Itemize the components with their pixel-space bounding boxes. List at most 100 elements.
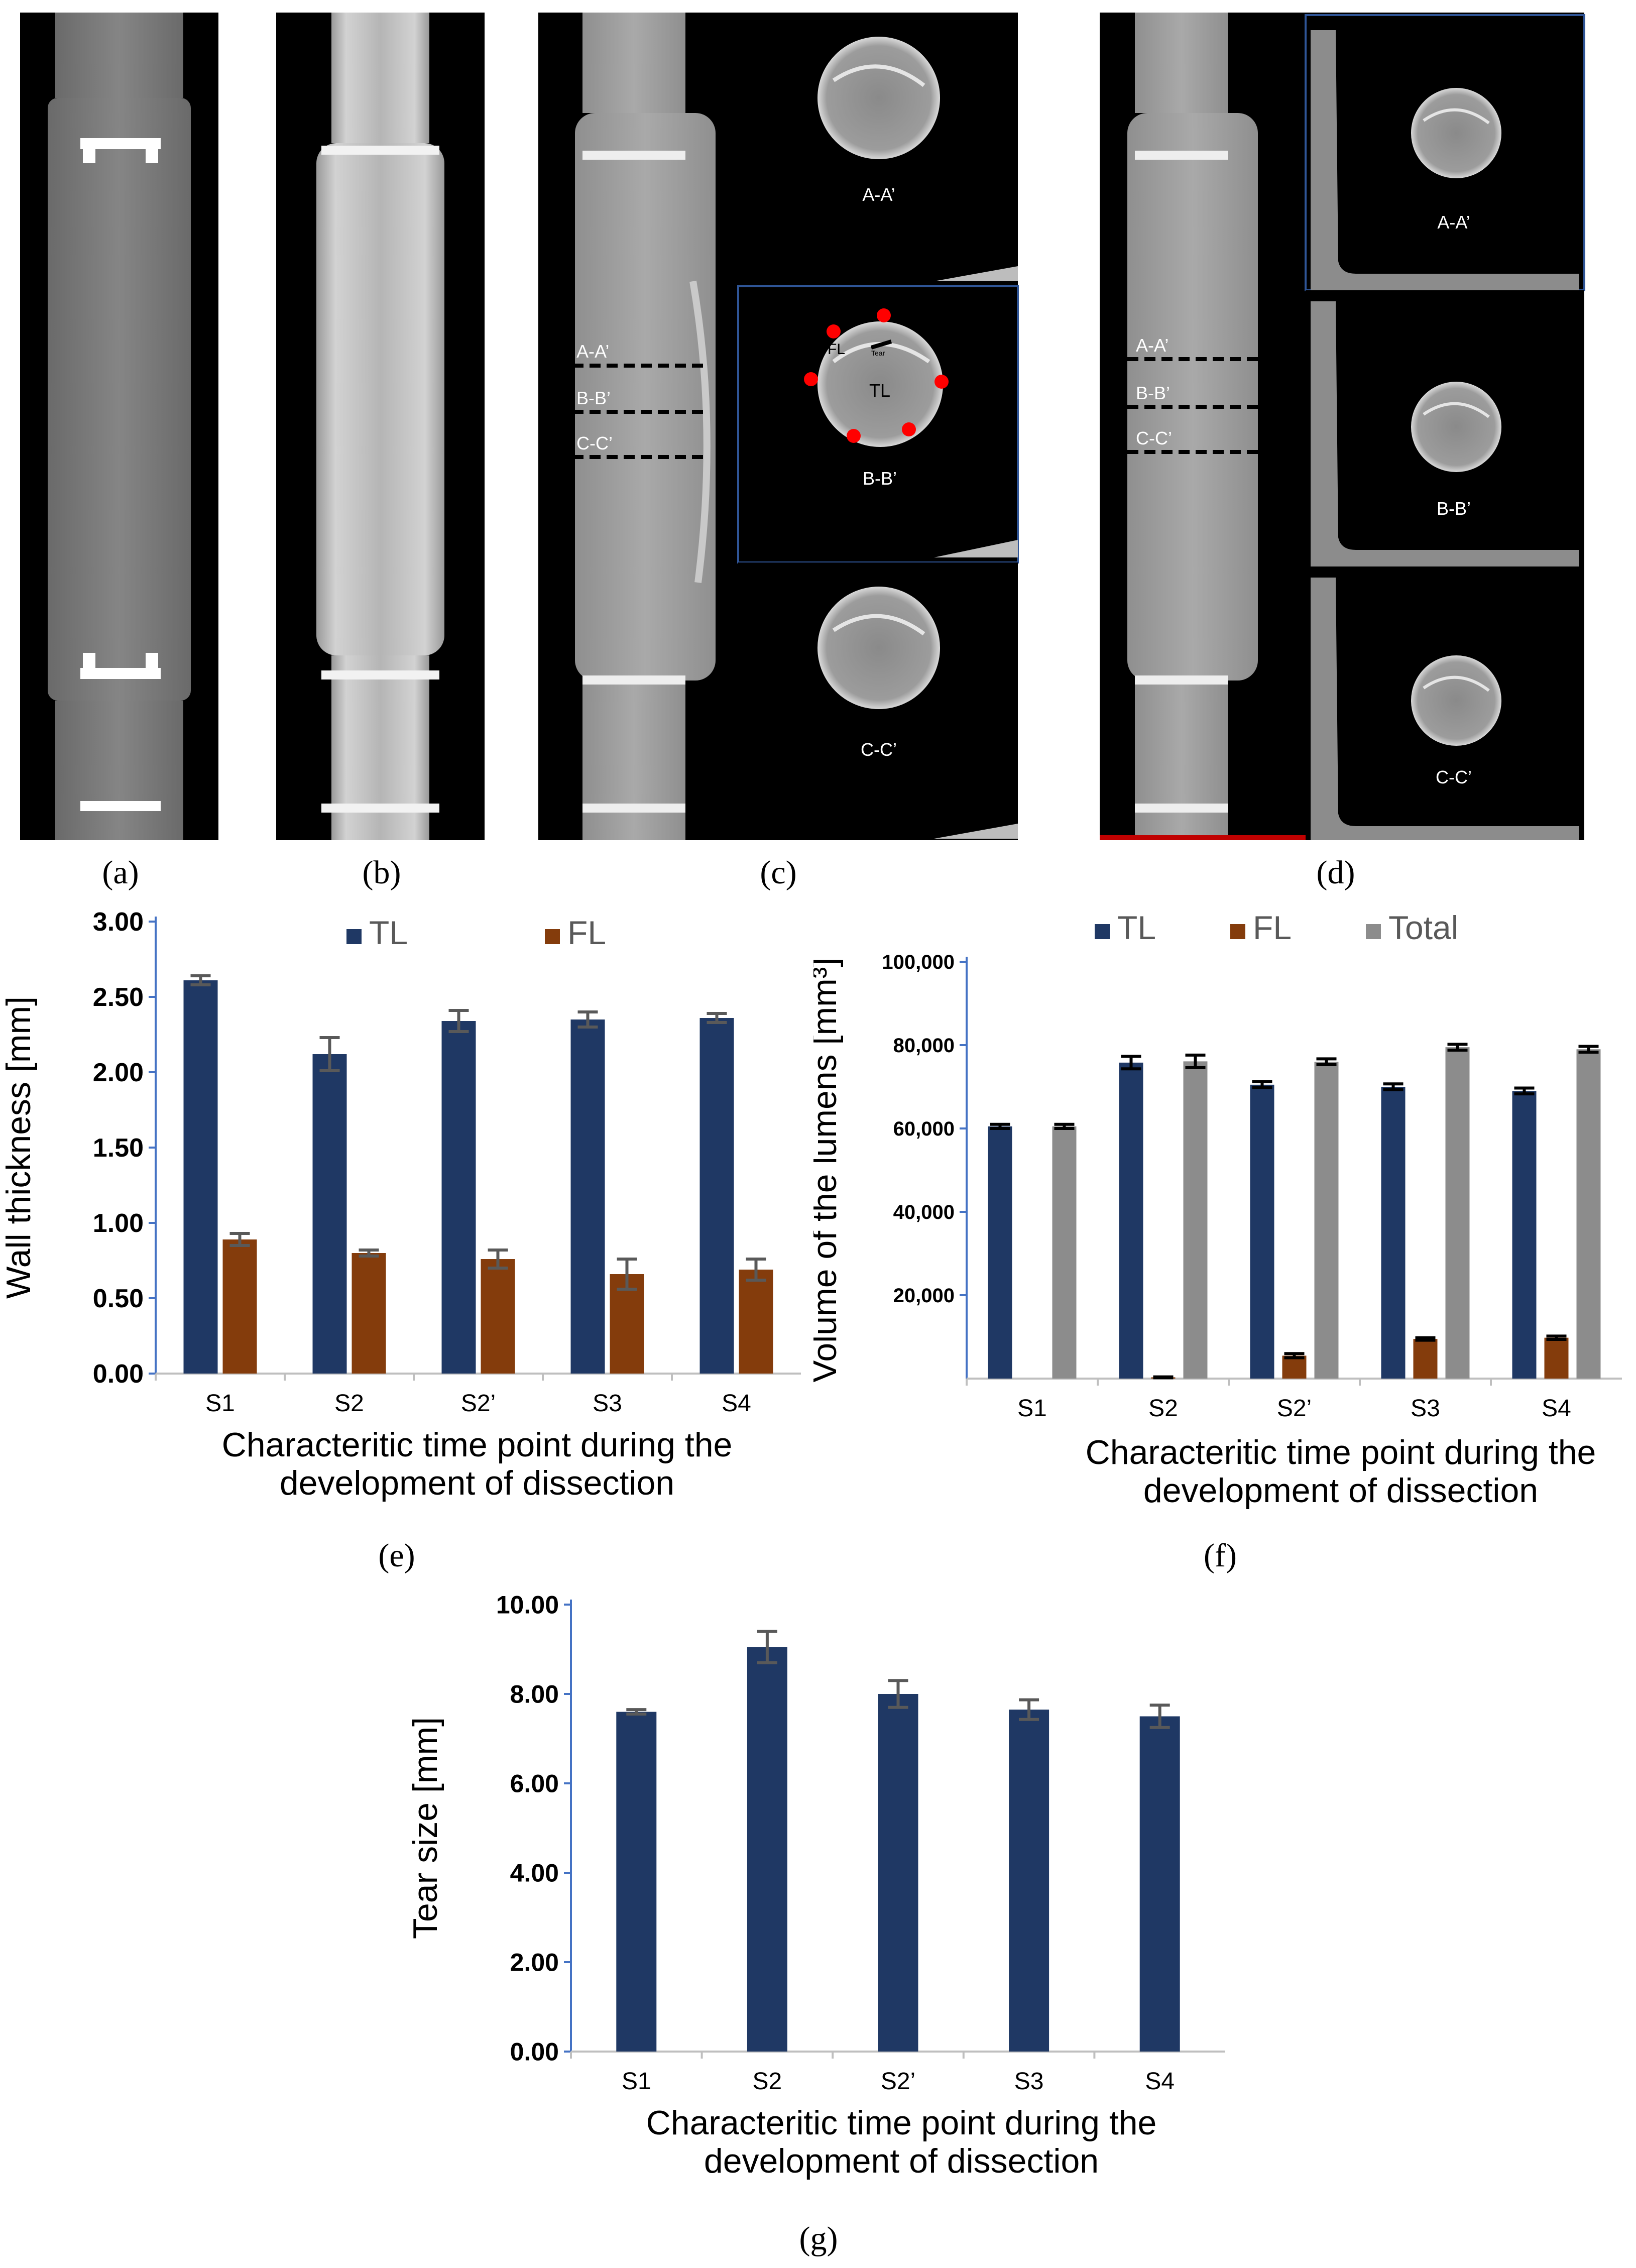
y-axis-label: Tear size [mm] [406, 1717, 444, 1939]
y-tick-label: 2.50 [93, 983, 144, 1012]
bar [1119, 1062, 1143, 1379]
x-category-label: S2’ [1277, 1395, 1312, 1422]
bar [1052, 1126, 1077, 1379]
bar [1314, 1062, 1339, 1379]
panel-c-ct-image: A-A’ B-B’ C-C’ A-A’ FL Tear TL B-B’ C-C’ [538, 13, 1019, 840]
bar [183, 980, 218, 1374]
legend-label: TL [369, 914, 408, 951]
bar [481, 1259, 515, 1374]
c-section-label-a: A-A’ [862, 184, 895, 205]
y-tick-label: 8.00 [510, 1680, 559, 1709]
y-tick-label: 60,000 [893, 1118, 955, 1140]
x-category-label: S3 [593, 1390, 622, 1417]
bar [222, 1239, 257, 1374]
y-tick-label: 100,000 [882, 951, 955, 973]
panel-b-ct-image [276, 13, 485, 840]
x-category-label: S2’ [461, 1390, 496, 1417]
x-category-label: S2’ [881, 2068, 915, 2095]
bar [616, 1712, 657, 2052]
c-tear-label: Tear [871, 349, 885, 357]
bar [1576, 1049, 1601, 1379]
d-section-label-a: A-A’ [1437, 212, 1470, 233]
bar [1445, 1047, 1470, 1379]
bar [739, 1270, 773, 1374]
x-category-label: S4 [1542, 1395, 1571, 1422]
legend-swatch [1366, 924, 1381, 939]
d-line-label-c: C-C’ [1136, 428, 1172, 448]
x-category-label: S3 [1014, 2068, 1044, 2095]
d-line-label-a: A-A’ [1136, 335, 1168, 356]
y-tick-label: 80,000 [893, 1035, 955, 1057]
c-line-label-b: B-B’ [576, 388, 611, 408]
legend-label: FL [1253, 909, 1292, 946]
y-tick-label: 20,000 [893, 1285, 955, 1307]
panel-a-ct-image [20, 13, 218, 840]
bar [1250, 1084, 1274, 1379]
c-tl-label: TL [869, 380, 890, 401]
legend-label: Total [1388, 909, 1458, 946]
bar [1413, 1339, 1438, 1379]
x-category-label: S2 [1148, 1395, 1178, 1422]
panel-label-d: (d) [1316, 854, 1355, 891]
y-tick-label: 1.00 [93, 1209, 144, 1238]
d-section-label-b: B-B’ [1437, 498, 1471, 519]
y-tick-label: 1.50 [93, 1133, 144, 1163]
legend-label: FL [567, 914, 606, 951]
c-line-label-c: C-C’ [576, 433, 613, 453]
y-tick-label: 3.00 [93, 908, 144, 937]
legend-swatch [346, 929, 362, 944]
panel-label-a: (a) [102, 854, 139, 891]
bar [1282, 1355, 1307, 1379]
x-axis-label: development of dissection [280, 1464, 674, 1502]
y-axis-label: Volume of the lumens [mm³] [813, 958, 844, 1383]
panel-label-f: (f) [1204, 1537, 1237, 1574]
legend-label: TL [1117, 909, 1156, 946]
x-axis-label: Characteritic time point during the [222, 1426, 733, 1464]
legend-swatch [1095, 924, 1110, 939]
bar [441, 1021, 476, 1374]
bar [312, 1054, 347, 1374]
x-category-label: S2 [753, 2068, 782, 2095]
panel-d-ct-image: A-A’ B-B’ C-C’ A-A’ B-B’ C-C’ [1100, 13, 1585, 840]
c-fl-label: FL [828, 341, 845, 358]
bar [988, 1126, 1012, 1379]
c-section-label-c: C-C’ [861, 739, 897, 760]
x-axis-label: Characteritic time point during the [646, 2104, 1157, 2142]
c-line-label-a: A-A’ [576, 341, 609, 362]
panel-label-c: (c) [760, 854, 797, 891]
y-tick-label: 0.00 [510, 2038, 559, 2066]
y-tick-label: 10.00 [496, 1591, 559, 1619]
ct-image-row: A-A’ B-B’ C-C’ A-A’ FL Tear TL B-B’ C-C’ [20, 13, 1585, 840]
d-line-label-b: B-B’ [1136, 383, 1170, 403]
bar [1544, 1337, 1569, 1379]
y-axis-label: Wall thickness [mm] [0, 996, 38, 1299]
bar [352, 1253, 386, 1374]
y-tick-label: 6.00 [510, 1770, 559, 1798]
x-category-label: S4 [1145, 2068, 1175, 2095]
bar [1009, 1710, 1049, 2052]
legend-swatch [545, 929, 560, 944]
panel-label-b: (b) [362, 854, 401, 891]
x-axis-label: development of dissection [704, 2142, 1099, 2180]
bar [570, 1019, 605, 1374]
y-tick-label: 40,000 [893, 1201, 955, 1223]
x-category-label: S3 [1411, 1395, 1440, 1422]
x-category-label: S1 [622, 2068, 651, 2095]
bar [1381, 1087, 1406, 1379]
y-tick-label: 0.50 [93, 1284, 144, 1313]
x-category-label: S1 [1017, 1395, 1047, 1422]
bar [1512, 1091, 1537, 1379]
panel-label-g: (g) [799, 2220, 838, 2257]
y-tick-label: 2.00 [510, 1949, 559, 1977]
x-axis-label: development of dissection [1143, 1471, 1538, 1510]
x-category-label: S1 [205, 1390, 235, 1417]
x-category-label: S4 [722, 1390, 751, 1417]
x-category-label: S2 [334, 1390, 364, 1417]
bar [878, 1694, 918, 2052]
bar [1139, 1716, 1180, 2052]
y-tick-label: 0.00 [93, 1359, 144, 1389]
d-section-label-c: C-C’ [1436, 767, 1472, 787]
